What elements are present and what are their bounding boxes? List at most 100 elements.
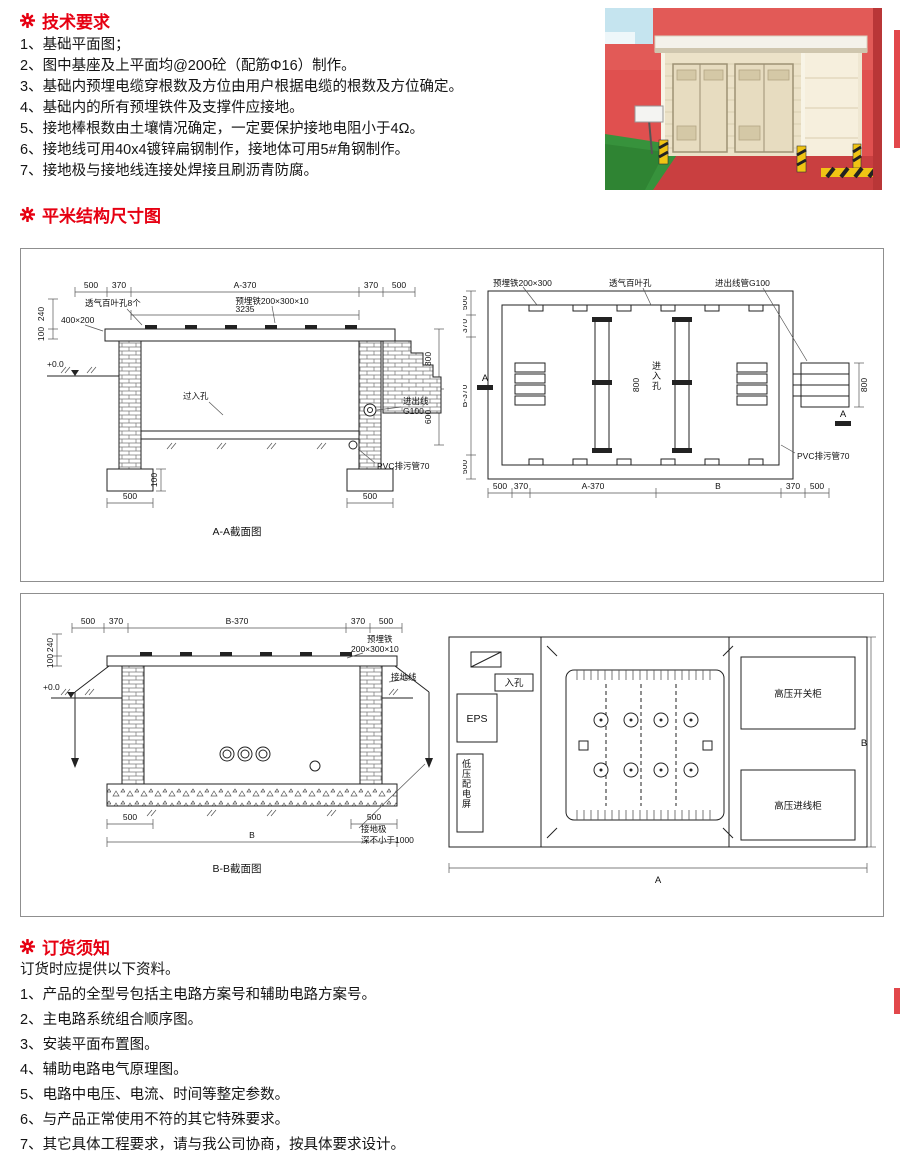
callout-manhole: 入孔	[504, 678, 524, 689]
callout-plate: 预埋铁200×300	[493, 278, 552, 288]
order-notes-heading: 订货须知	[20, 934, 110, 959]
section-bullet-icon	[20, 13, 35, 28]
tech-requirements-heading: 技术要求	[20, 8, 110, 33]
page-edge-accent-top	[894, 30, 900, 148]
order-item: 6、与产品正常使用不符的其它特殊要求。	[20, 1112, 290, 1128]
plan-plates-and-flags	[477, 317, 851, 453]
tech-item: 5、接地棒根数由土壤情况确定，一定要保护接地电阻小于4Ω。	[20, 121, 424, 137]
callout-inlet: 进出线管G100	[715, 278, 770, 288]
aa-dimension-lines	[48, 287, 444, 508]
dim-label: 370	[786, 481, 800, 491]
layout-dimension-lines	[448, 636, 876, 873]
section-bullet-icon	[20, 939, 35, 954]
callout-pvc: PVC排污管70	[797, 451, 850, 461]
section-title: 订货须知	[42, 939, 110, 958]
order-item: 4、辅助电路电气原理图。	[20, 1062, 188, 1078]
order-item: 2、主电路系统组合顺序图。	[20, 1012, 203, 1028]
aa-embedded-plates	[71, 325, 357, 376]
hv-incoming-cabinet-label: 高压进线柜	[774, 800, 822, 812]
bb-leaders-and-hatch	[60, 652, 426, 829]
dim-label: B	[715, 481, 721, 491]
plan-structure-outline	[487, 290, 850, 480]
structure-section-heading: 平米结构尺寸图	[20, 202, 161, 227]
dim-label: 600	[423, 410, 433, 424]
dim-label: A	[655, 875, 662, 886]
dim-label: A-370	[234, 280, 257, 290]
bb-section-drawing: 500 370 B-370 370 500 预埋铁 200×300×10 接地线…	[43, 616, 433, 875]
structure-diagram-panel-1: 500 370 A-370 370 500 3235 透气百叶孔8个 预埋铁20…	[20, 248, 884, 582]
tech-item: 1、基础平面图；	[20, 37, 130, 53]
dim-label: 100	[149, 473, 159, 487]
dim-label: 500	[810, 481, 824, 491]
substation-photo-image	[605, 8, 882, 190]
dim-label: 500	[392, 280, 406, 290]
order-item: 7、其它具体工程要求，请与我公司协商，按具体要求设计。	[20, 1137, 406, 1153]
dim-label: B-370	[463, 384, 469, 407]
order-notes-list: 订货时应提供以下资料。 1、产品的全型号包括主电路方案号和辅助电路方案号。 2、…	[20, 958, 720, 1158]
dim-label: 240	[36, 307, 46, 321]
dim-label: 370	[364, 280, 378, 290]
order-item: 3、安装平面布置图。	[20, 1037, 159, 1053]
dim-label: 100	[36, 327, 46, 341]
drawing-title: B-B截面图	[212, 862, 261, 875]
layout-structure-outline	[448, 636, 868, 848]
dim-label: B	[861, 738, 867, 749]
drawing-title: A-A截面图	[212, 525, 261, 538]
callout-plate: 200×300×10	[351, 644, 399, 654]
order-item: 5、电路中电压、电流、时间等整定参数。	[20, 1087, 290, 1103]
section-title: 技术要求	[42, 13, 110, 32]
level-label: +0.0	[43, 682, 60, 692]
dim-label: 500	[367, 812, 381, 822]
callout-inlet: G100	[403, 406, 424, 416]
dim-label: 500	[379, 616, 393, 626]
dim-label: 500	[463, 460, 469, 474]
dim-label: 370	[351, 616, 365, 626]
dim-label: 370	[112, 280, 126, 290]
dim-label: 370	[514, 481, 528, 491]
dim-label: A-370	[582, 481, 605, 491]
equipment-layout-drawing: 入孔 EPS 高压开关柜 高压进线柜 B A	[448, 636, 876, 886]
dim-label: 500	[363, 491, 377, 501]
callout-pvc: PVC排污管70	[377, 461, 430, 471]
section-mark-a: A	[840, 409, 847, 420]
tech-item: 4、基础内的所有预埋铁件及支撑件应接地。	[20, 100, 304, 116]
plan-entry-hole-label: 进入孔	[651, 361, 661, 391]
tech-item: 7、接地极与接地线连接处焊接且刷沥青防腐。	[20, 163, 319, 179]
callout-ground-wire: 接地线	[391, 672, 417, 682]
tech-item: 2、图中基座及上平面均@200砼（配筋Φ16）制作。	[20, 58, 356, 74]
order-intro: 订货时应提供以下资料。	[20, 962, 180, 978]
dim-label: 800	[631, 378, 641, 392]
aa-structure-outline	[47, 328, 442, 492]
order-item: 1、产品的全型号包括主电路方案号和辅助电路方案号。	[20, 987, 377, 1003]
dim-label: B-370	[226, 616, 249, 626]
dim-label: 500	[123, 491, 137, 501]
aa-leaders-and-hatch	[60, 305, 402, 464]
level-label: +0.0	[47, 359, 64, 369]
tech-item: 3、基础内预埋电缆穿根数及方位由用户根据电缆的根数及方位确定。	[20, 79, 464, 95]
bb-dimension-lines	[52, 623, 403, 847]
structure-diagram-panel-2: 500 370 B-370 370 500 预埋铁 200×300×10 接地线…	[20, 593, 884, 917]
tech-item: 6、接地线可用40x4镀锌扁钢制作，接地体可用5#角钢制作。	[20, 142, 410, 158]
dim-label: 3235	[236, 304, 255, 314]
bb-structure-outline	[51, 655, 430, 807]
callout-ground-rod: 深不小于1000	[361, 835, 414, 845]
aa-section-drawing: 500 370 A-370 370 500 3235 透气百叶孔8个 预埋铁20…	[36, 280, 444, 538]
lv-panel-label: 低压配电屏	[461, 759, 471, 809]
callout-manhole: 过入孔	[183, 391, 209, 401]
dim-label: 370	[109, 616, 123, 626]
tech-requirements-list: 1、基础平面图； 2、图中基座及上平面均@200砼（配筋Φ16）制作。 3、基础…	[20, 35, 600, 182]
section-bullet-icon	[20, 207, 35, 222]
bb-plates-and-rods	[67, 652, 433, 768]
dim-label: 500	[123, 812, 137, 822]
dim-label: B	[249, 830, 255, 840]
dim-label: 500	[463, 296, 469, 310]
section-mark-a: A	[482, 373, 489, 384]
callout-size: 400×200	[61, 315, 95, 325]
callout-ground-rod: 接地极	[361, 824, 387, 834]
eps-cabinet-label: EPS	[466, 713, 487, 725]
dim-label: 240	[45, 638, 55, 652]
layout-dots	[599, 718, 693, 772]
callout-inlet: 进出线	[403, 396, 429, 406]
dim-label: 500	[493, 481, 507, 491]
section-title: 平米结构尺寸图	[42, 207, 161, 226]
